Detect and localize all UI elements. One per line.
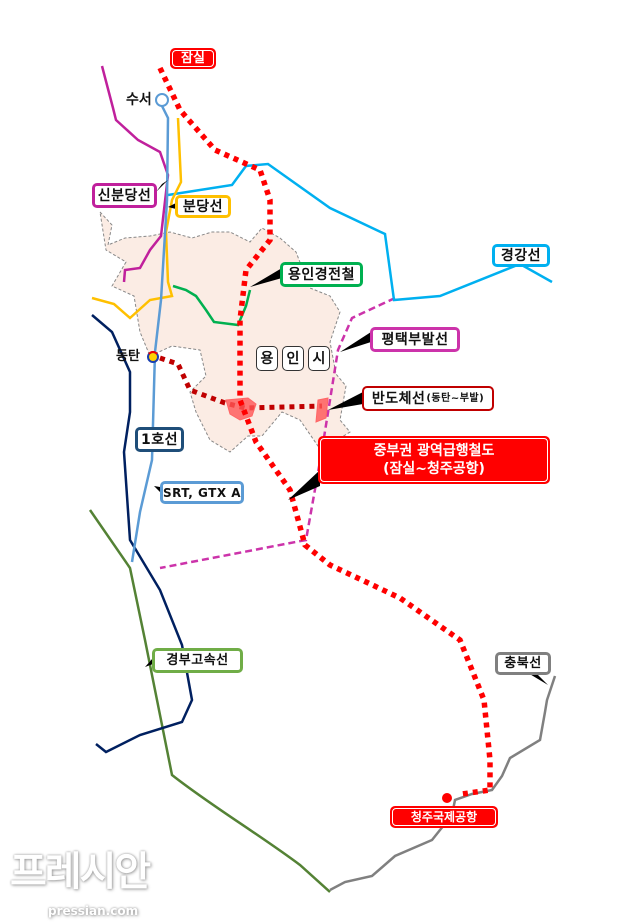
pointer-bundang bbox=[168, 203, 176, 209]
pointer-jungbu bbox=[288, 470, 320, 500]
pointer-chungbuk bbox=[528, 673, 548, 685]
dongtan-label: 동탄 bbox=[116, 349, 140, 364]
gyeongbu-hsr-label: 경부고속선 bbox=[152, 648, 243, 673]
city-char-3: 시 bbox=[308, 346, 330, 371]
suseo-station-icon bbox=[155, 93, 169, 107]
line1 bbox=[91, 314, 194, 754]
pointer-bandoche bbox=[328, 392, 363, 410]
city-char-1: 용 bbox=[256, 346, 278, 371]
watermark-logo: 프레시안 bbox=[10, 849, 151, 895]
yongin-region bbox=[99, 210, 351, 453]
bundang-line bbox=[91, 117, 183, 320]
jungbu-subtitle: (잠실~청주공항) bbox=[383, 461, 485, 477]
pyeongtaek-bubal-label: 평택부발선 bbox=[370, 327, 460, 352]
bundang-label: 분당선 bbox=[175, 195, 231, 218]
dongtan-station-mark bbox=[148, 351, 158, 355]
watermark-url: pressian.com bbox=[48, 904, 139, 918]
sinbundang-label: 신분당선 bbox=[92, 183, 157, 208]
cheongju-airport-text: 청주국제공항 bbox=[392, 808, 496, 826]
pointer-pyeongtaek bbox=[340, 332, 371, 352]
srt-gtx-line bbox=[130, 105, 170, 563]
jungbu-title: 중부권 광역급행철도 bbox=[373, 443, 495, 459]
pointer-srt bbox=[154, 486, 160, 492]
gyeonggang-label: 경강선 bbox=[492, 244, 550, 267]
pointer-yongin-lrt bbox=[250, 268, 282, 287]
pointer-gyeongbu bbox=[145, 658, 153, 667]
cheongju-airport-label: 청주국제공항 bbox=[390, 806, 498, 828]
gyeonggang-line bbox=[167, 162, 553, 302]
transfer-zone-west bbox=[225, 397, 257, 421]
pointer-sinbundang bbox=[156, 180, 168, 192]
bandoche-sub-text: (동탄~부발) bbox=[426, 392, 485, 404]
jamsil-label: 잠실 bbox=[170, 48, 216, 69]
jungbu-express-line bbox=[157, 66, 493, 797]
pyeongtaek-bubal-line bbox=[159, 296, 396, 570]
cheongju-airport-station-icon bbox=[442, 793, 452, 803]
bandoche-main-text: 반도체선 bbox=[371, 390, 426, 407]
srt-gtx-label: SRT, GTX A bbox=[160, 481, 244, 504]
jungbu-express-label: 중부권 광역급행철도 (잠실~청주공항) bbox=[318, 436, 550, 484]
transfer-zone-east bbox=[315, 397, 329, 423]
yongin-lrt-label: 용인경전철 bbox=[280, 262, 363, 287]
chungbuk-line bbox=[329, 675, 557, 892]
bandoche-label: 반도체선(동탄~부발) bbox=[362, 386, 494, 411]
line1-label: 1호선 bbox=[135, 427, 184, 452]
city-char-2: 인 bbox=[282, 346, 304, 371]
chungbuk-label: 충북선 bbox=[495, 652, 551, 675]
suseo-label: 수서 bbox=[126, 92, 152, 108]
jamsil-text: 잠실 bbox=[172, 50, 214, 67]
yongin-lrt-line bbox=[172, 284, 252, 327]
gyeongbu-hsr-line bbox=[88, 509, 331, 893]
